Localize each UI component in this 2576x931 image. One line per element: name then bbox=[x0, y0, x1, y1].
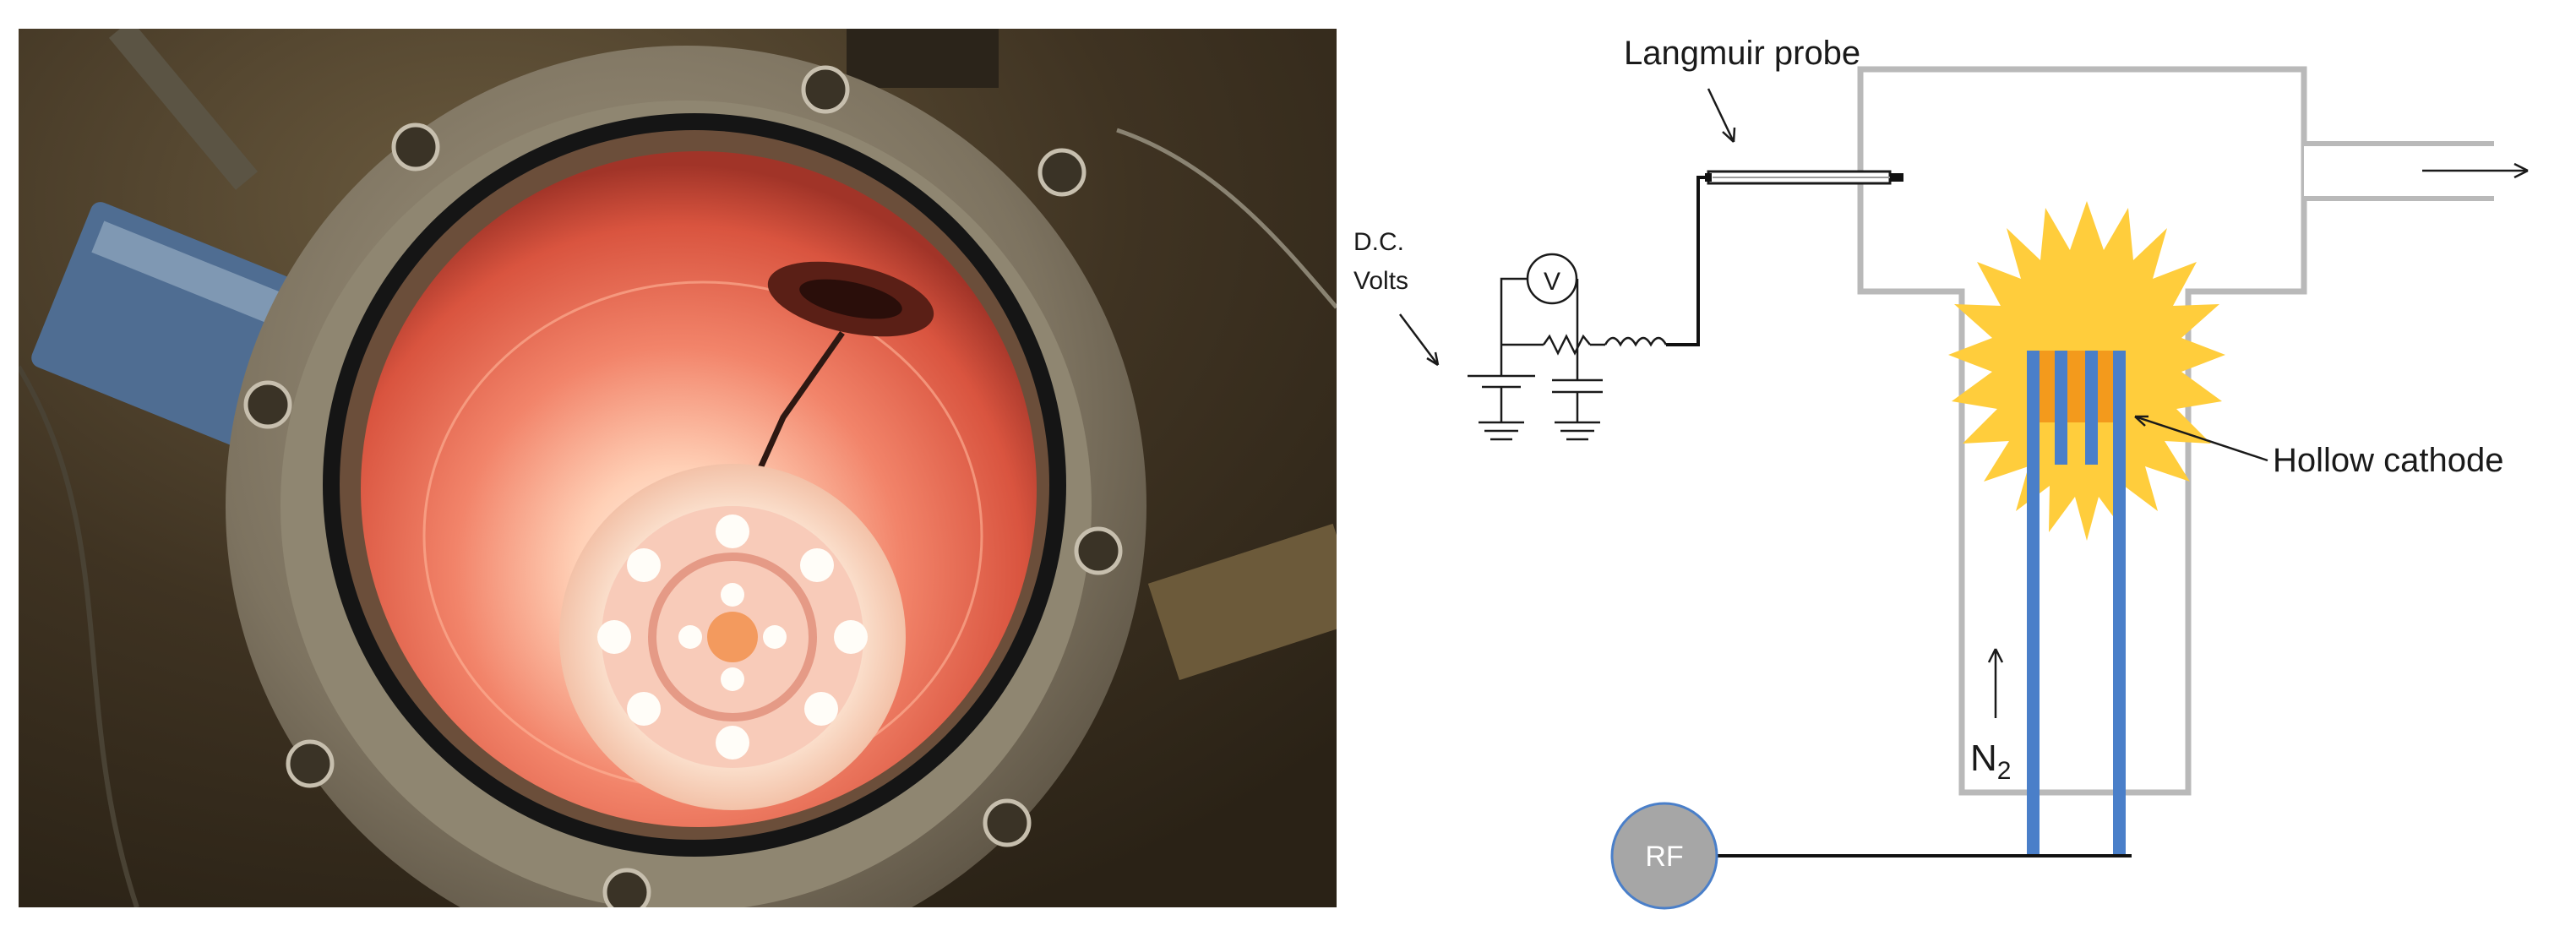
inductor bbox=[1604, 336, 1668, 347]
gas-flow-arrow bbox=[1987, 648, 2004, 718]
dc-volts-label-line1: D.C. bbox=[1353, 228, 1404, 256]
hollow-cathode-label: Hollow cathode bbox=[2273, 442, 2504, 479]
hollow-cathode bbox=[2027, 351, 2126, 858]
gas-label: N2 bbox=[1970, 738, 2011, 785]
voltmeter-symbol: V bbox=[1544, 268, 1560, 296]
schematic-diagram: Langmuir probe V D.C. Volts bbox=[1353, 35, 2529, 910]
probe-lead bbox=[1666, 176, 1708, 346]
langmuir-probe bbox=[1705, 170, 1903, 185]
flange-bolt-holes bbox=[243, 65, 1123, 907]
resistor bbox=[1542, 334, 1591, 356]
rf-source-label: RF bbox=[1645, 841, 1683, 873]
probe-pointer-arrow bbox=[1707, 88, 1736, 143]
bias-circuit bbox=[1468, 277, 1668, 441]
voltmeter bbox=[1526, 253, 1578, 305]
cathode-pointer-arrow bbox=[2134, 415, 2268, 462]
cathode-holes bbox=[597, 514, 868, 760]
gas-symbol: N bbox=[1970, 738, 1997, 779]
rf-source bbox=[1610, 802, 1718, 910]
pump-outlet bbox=[2304, 141, 2529, 201]
chamber-photo bbox=[19, 29, 1337, 907]
dc-volts-pointer-arrow bbox=[1399, 313, 1440, 367]
langmuir-probe-label: Langmuir probe bbox=[1624, 35, 1860, 72]
dc-volts-label-line2: Volts bbox=[1353, 267, 1408, 295]
gas-subscript: 2 bbox=[1997, 757, 2012, 785]
